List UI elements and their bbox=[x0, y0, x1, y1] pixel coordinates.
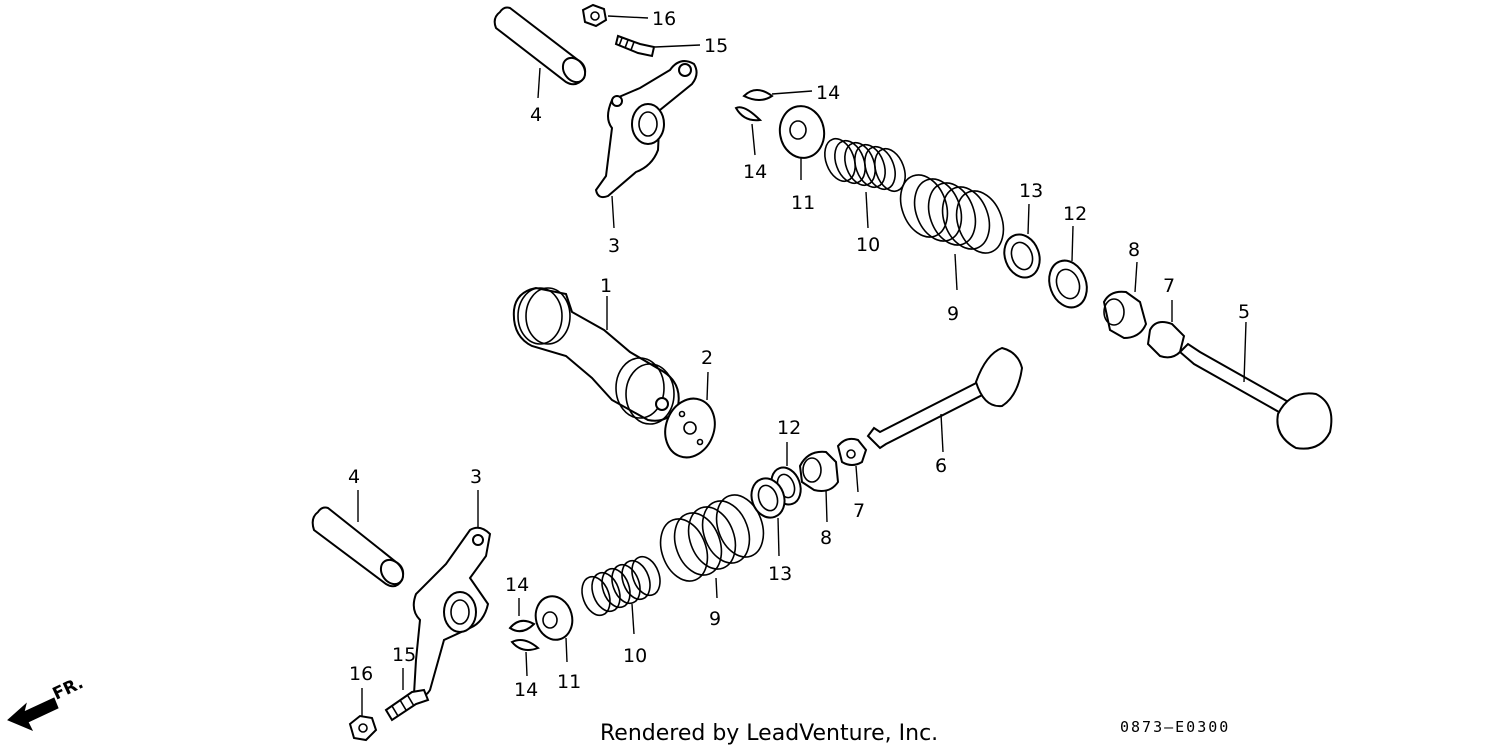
part-16-nut-top bbox=[581, 3, 608, 28]
part-12-washer-top bbox=[1048, 259, 1088, 309]
callout-14-bottom-a: 14 bbox=[505, 574, 529, 596]
part-9-outer-spring-top bbox=[899, 174, 1005, 254]
part-15-adjusting-screw-bottom bbox=[384, 688, 430, 722]
callout-4-top: 4 bbox=[530, 104, 542, 126]
callout-15-bottom: 15 bbox=[392, 644, 416, 666]
part-13-spring-seat-top bbox=[1003, 233, 1041, 279]
part-14-cotter-upper-a bbox=[742, 89, 774, 101]
callout-1: 1 bbox=[600, 275, 612, 297]
part-3-rocker-arm-bottom bbox=[412, 526, 492, 698]
part-4-rocker-shaft-top bbox=[493, 6, 587, 86]
callout-9-top: 9 bbox=[947, 303, 959, 325]
callout-11-top: 11 bbox=[791, 192, 815, 214]
part-6-intake-valve bbox=[866, 346, 1024, 450]
part-14-cotter-lower-a bbox=[508, 619, 536, 633]
callout-14-top-a: 14 bbox=[816, 82, 840, 104]
callout-12-bottom: 12 bbox=[777, 417, 801, 439]
part-11-retainer-top bbox=[778, 105, 826, 159]
callout-16-bottom: 16 bbox=[349, 663, 373, 685]
callout-12-top: 12 bbox=[1063, 203, 1087, 225]
callout-8-top: 8 bbox=[1128, 239, 1140, 261]
callout-3-top: 3 bbox=[608, 235, 620, 257]
part-14-cotter-upper-b bbox=[734, 106, 763, 122]
part-3-rocker-arm-top bbox=[594, 60, 698, 199]
callout-11-bottom: 11 bbox=[557, 671, 581, 693]
part-14-cotter-lower-b bbox=[510, 639, 540, 651]
part-8-stem-seal-bottom bbox=[798, 450, 840, 492]
part-16-nut-bottom bbox=[348, 714, 378, 742]
callout-16-top: 16 bbox=[652, 8, 676, 30]
part-13-spring-seat-bottom bbox=[750, 477, 786, 519]
part-5-exhaust-valve bbox=[1178, 342, 1333, 450]
part-2-cam-plate bbox=[664, 397, 716, 459]
part-15-adjusting-screw-top bbox=[614, 34, 656, 58]
callout-13-top: 13 bbox=[1019, 180, 1043, 202]
callout-8-bottom: 8 bbox=[820, 527, 832, 549]
callout-15-top: 15 bbox=[704, 35, 728, 57]
callout-9-bottom: 9 bbox=[709, 608, 721, 630]
callout-10-bottom: 10 bbox=[623, 645, 647, 667]
part-4-rocker-shaft-bottom bbox=[311, 506, 405, 588]
diagram-code: 0873–E0300 bbox=[1120, 718, 1230, 736]
render-credit: Rendered by LeadVenture, Inc. bbox=[600, 721, 938, 746]
part-1-camshaft bbox=[512, 286, 680, 425]
part-9-outer-spring-bottom bbox=[659, 494, 765, 582]
callout-14-top-b: 14 bbox=[743, 161, 767, 183]
callout-2: 2 bbox=[701, 347, 713, 369]
callout-3-bottom: 3 bbox=[470, 466, 482, 488]
part-11-retainer-bottom bbox=[534, 595, 574, 641]
callout-6: 6 bbox=[935, 455, 947, 477]
direction-label: FR. bbox=[50, 673, 87, 704]
callout-10-top: 10 bbox=[856, 234, 880, 256]
part-10-inner-spring-top bbox=[824, 137, 906, 193]
callout-7-bottom: 7 bbox=[853, 500, 865, 522]
part-8-stem-seal-top bbox=[1102, 290, 1148, 340]
part-7-cap-bottom bbox=[836, 437, 868, 466]
front-direction-arrow-icon bbox=[7, 697, 59, 731]
callout-5: 5 bbox=[1238, 301, 1250, 323]
callout-13-bottom: 13 bbox=[768, 563, 792, 585]
callout-7-top: 7 bbox=[1163, 275, 1175, 297]
part-10-inner-spring-bottom bbox=[581, 555, 661, 617]
callout-4-bottom: 4 bbox=[348, 466, 360, 488]
callout-14-bottom-b: 14 bbox=[514, 679, 538, 701]
